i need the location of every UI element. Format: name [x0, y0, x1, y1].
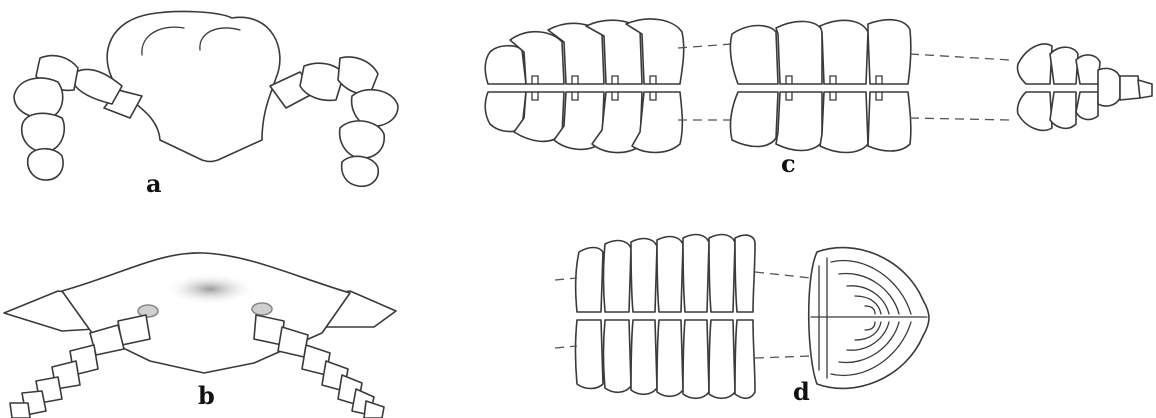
- connector-top-1: [678, 44, 732, 48]
- connector-top-2: [910, 54, 1010, 60]
- head-capsule: [107, 11, 280, 161]
- connector-left-bottom: [555, 346, 577, 348]
- spot-right: [252, 303, 272, 315]
- panel-label-c: c: [781, 152, 796, 176]
- panel-label-d: d: [793, 380, 810, 404]
- panel-label-a: a: [146, 172, 162, 196]
- middle-segment-group: [730, 20, 910, 153]
- right-antenna: [270, 57, 398, 186]
- segment-block: [576, 235, 756, 399]
- connector-bottom-2: [910, 118, 1010, 120]
- posterior-segment-group: [1017, 44, 1152, 130]
- spot-left: [138, 305, 158, 317]
- connector-left-top: [555, 278, 577, 280]
- anterior-segment-group: [485, 19, 683, 153]
- shaded-area: [164, 273, 256, 305]
- terminal-segment: [809, 248, 929, 389]
- panel-a-head-drawing: [0, 0, 420, 205]
- connector-bottom: [755, 356, 811, 358]
- panel-label-b: b: [198, 384, 215, 408]
- panel-c-segments-drawing: [470, 10, 1156, 170]
- panel-d-segments-drawing: [555, 228, 955, 418]
- connector-top: [755, 272, 811, 278]
